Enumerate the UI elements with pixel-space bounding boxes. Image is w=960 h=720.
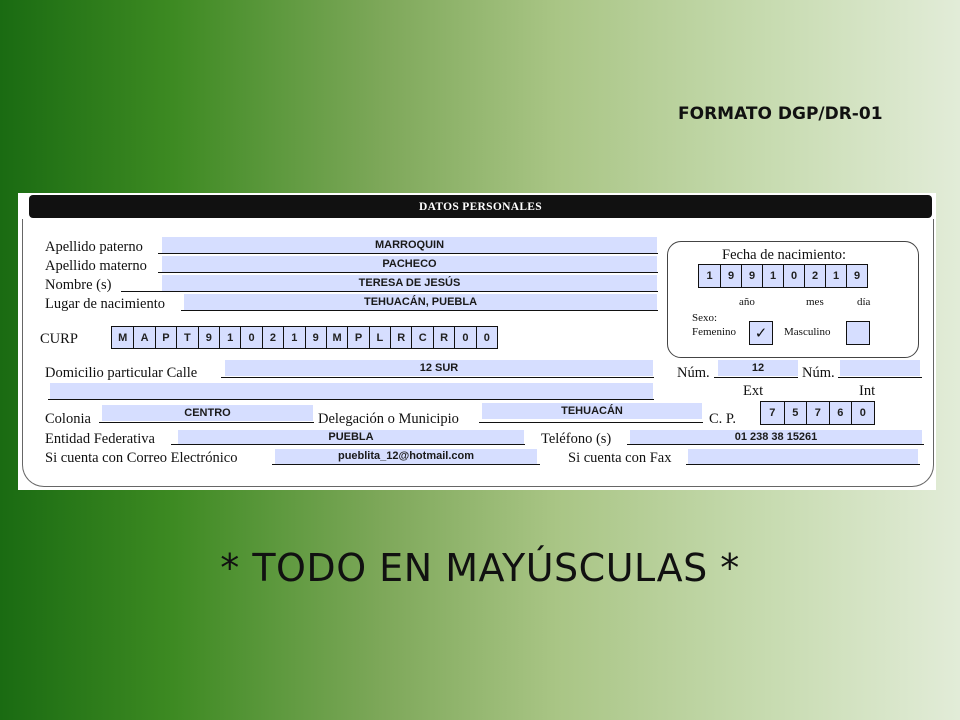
form-frame [22,219,934,487]
label-mes: mes [806,296,824,308]
curp-cell[interactable]: 0 [475,327,497,348]
section-title: DATOS PERSONALES [29,195,932,218]
label-apellido-materno: Apellido materno [45,258,147,274]
label-correo: Si cuenta con Correo Electrónico [45,450,238,466]
label-lugar-nacimiento: Lugar de nacimiento [45,296,165,312]
cp-digit-cell[interactable]: 0 [851,402,874,424]
birth-digit-cell[interactable]: 9 [741,265,762,287]
underline [158,272,658,273]
format-code: FORMATO DGP/DR-01 [678,104,883,124]
underline [627,444,924,445]
curp-cell[interactable]: A [133,327,154,348]
label-femenino: Femenino [692,326,736,338]
label-fecha-nacimiento: Fecha de nacimiento: [722,247,847,263]
num-ext-field[interactable]: 12 [718,360,798,376]
label-anio: año [739,296,755,308]
apellido-materno-field[interactable]: PACHECO [162,256,657,272]
curp-cell[interactable]: M [325,327,347,348]
cp-digit-cell[interactable]: 7 [769,407,776,419]
curp-cell[interactable]: 0 [240,327,261,348]
personal-data-form: DATOS PERSONALES Apellido paterno MARROQ… [18,193,936,490]
curp-cell[interactable]: P [347,327,368,348]
birth-digit-cell[interactable]: 2 [804,265,825,287]
label-num-ext: Núm. [677,365,710,381]
label-num-int: Núm. [802,365,835,381]
birth-digit-cell[interactable]: 1 [706,270,713,282]
label-delegacion: Delegación o Municipio [318,411,459,427]
birth-digit-cell[interactable]: 9 [720,265,741,287]
curp-cell[interactable]: 2 [261,327,283,348]
curp-cell[interactable]: 9 [197,327,219,348]
nombre-field[interactable]: TERESA DE JESÚS [162,275,657,291]
curp-cell[interactable]: R [432,327,454,348]
underline [272,464,540,465]
label-masculino: Masculino [784,326,831,338]
label-sexo: Sexo: [692,312,718,324]
underline [686,464,920,465]
delegacion-field[interactable]: TEHUACÁN [482,403,702,419]
underline [171,444,525,445]
underline [479,422,703,423]
label-int: Int [859,383,876,399]
label-domicilio: Domicilio particular Calle [45,365,198,381]
colonia-field[interactable]: CENTRO [102,405,313,421]
apellido-paterno-field[interactable]: MARROQUIN [162,237,657,253]
curp-cell[interactable]: 9 [304,327,326,348]
curp-cell[interactable]: 1 [283,327,304,348]
domicilio-line2-field[interactable] [50,383,653,399]
label-nombre: Nombre (s) [45,277,112,293]
calle-field[interactable]: 12 SUR [225,360,653,376]
num-int-field[interactable] [840,360,920,376]
underline [181,310,658,311]
underline [158,253,658,254]
curp-cell[interactable]: T [176,327,197,348]
birth-digit-cell[interactable]: 1 [825,265,846,287]
lugar-nacimiento-field[interactable]: TEHUACÁN, PUEBLA [184,294,657,310]
cp-digit-cell[interactable]: 5 [783,402,807,424]
curp-cell[interactable]: C [411,327,432,348]
cp-digit-cell[interactable]: 7 [806,402,829,424]
curp-cell[interactable]: P [154,327,176,348]
label-cp: C. P. [709,411,737,427]
fax-field[interactable] [688,449,918,464]
label-curp: CURP [40,331,78,347]
telefono-field[interactable]: 01 238 38 15261 [630,430,922,444]
femenino-checkbox[interactable]: ✓ [749,321,773,345]
curp-cell[interactable]: 1 [218,327,240,348]
underline [121,291,658,292]
label-fax: Si cuenta con Fax [568,450,672,466]
cp-digit-cell[interactable]: 6 [828,402,852,424]
curp-cell[interactable]: L [368,327,390,348]
label-telefono: Teléfono (s) [541,431,612,447]
curp-cell[interactable]: M [118,331,128,344]
curp-cell[interactable]: R [390,327,411,348]
label-entidad: Entidad Federativa [45,431,155,447]
birth-digit-cell[interactable]: 0 [783,265,804,287]
label-dia: día [857,296,871,308]
correo-field[interactable]: pueblita_12@hotmail.com [275,449,537,464]
underline [221,377,654,378]
underline [48,399,654,400]
birth-digit-cell[interactable]: 1 [762,265,783,287]
label-colonia: Colonia [45,411,91,427]
curp-cell[interactable]: 0 [454,327,475,348]
label-apellido-paterno: Apellido paterno [45,239,143,255]
masculino-checkbox[interactable] [846,321,870,345]
birth-digit-cell[interactable]: 9 [846,265,867,287]
underline [99,422,314,423]
underline [714,377,798,378]
underline [838,377,922,378]
entidad-field[interactable]: PUEBLA [178,430,524,444]
uppercase-note: * TODO EN MAYÚSCULAS * [220,546,740,590]
label-ext: Ext [743,383,764,399]
